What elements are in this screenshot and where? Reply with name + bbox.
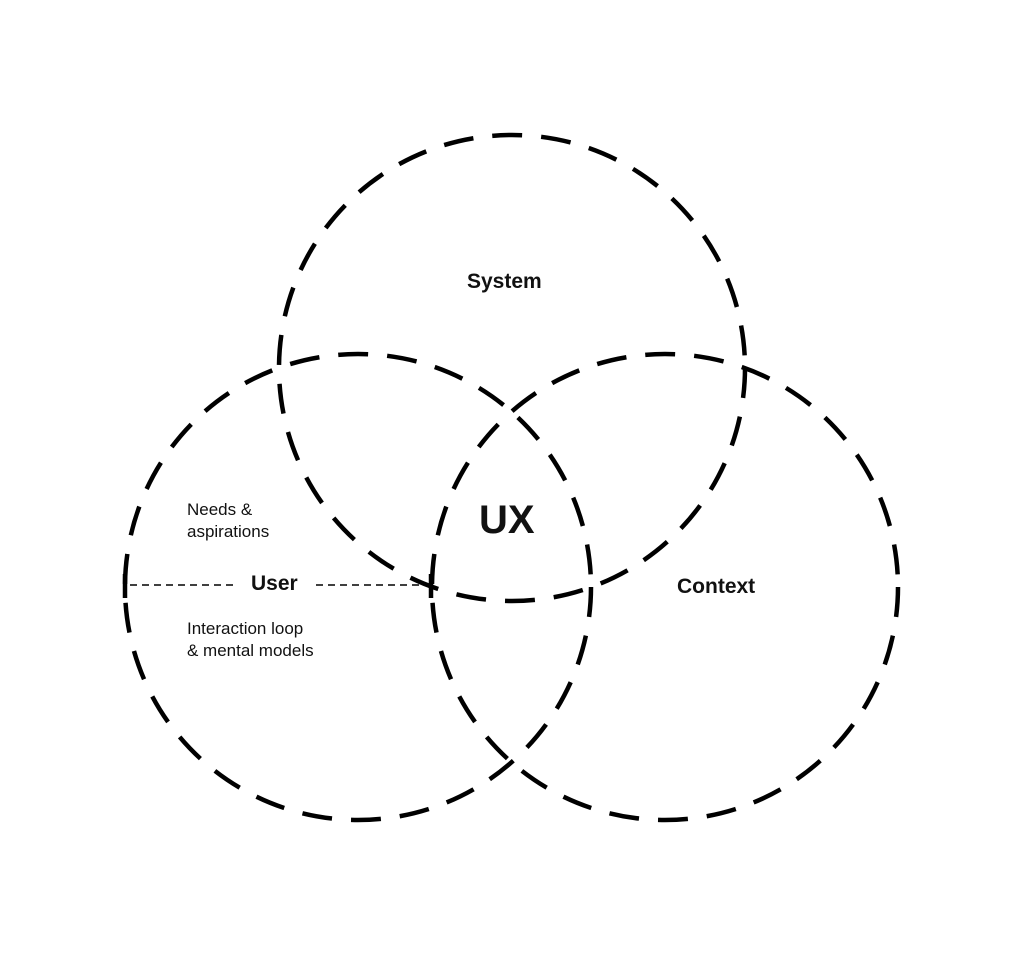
user-circle xyxy=(122,351,594,823)
interaction-loop-note: Interaction loop & mental models xyxy=(187,618,314,662)
user-label: User xyxy=(251,572,298,595)
note-line: Needs & xyxy=(187,500,253,519)
note-line: aspirations xyxy=(187,522,270,541)
system-label: System xyxy=(467,270,542,293)
context-circle xyxy=(429,351,901,823)
context-label: Context xyxy=(677,575,756,598)
note-line: & mental models xyxy=(187,641,314,660)
needs-aspirations-note: Needs & aspirations xyxy=(187,499,269,543)
note-line: Interaction loop xyxy=(187,619,304,638)
ux-label: UX xyxy=(479,498,535,542)
